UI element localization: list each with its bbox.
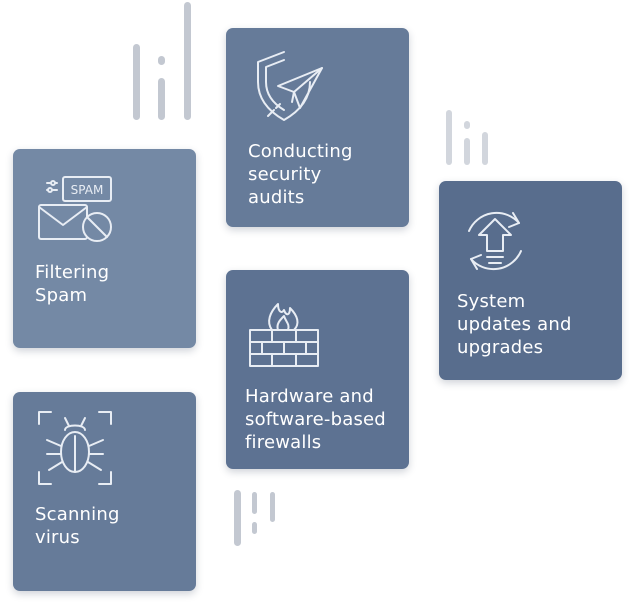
bug-scan-icon <box>35 408 115 488</box>
card-filtering-spam[interactable]: SPAM Filtering Spam <box>13 149 196 348</box>
card-scanning-virus[interactable]: Scanning virus <box>13 392 196 591</box>
card-label: Filtering Spam <box>35 262 110 306</box>
card-security-audits[interactable]: Conducting security audits <box>226 28 409 227</box>
card-firewalls[interactable]: Hardware and software-based firewalls <box>226 270 409 469</box>
card-label: Hardware and software-based firewalls <box>245 386 386 453</box>
firewall-icon <box>244 290 324 370</box>
card-label: System updates and upgrades <box>457 291 572 358</box>
spam-label: SPAM <box>71 183 104 197</box>
card-label: Conducting security audits <box>248 141 353 208</box>
card-system-updates[interactable]: System updates and upgrades <box>439 181 622 380</box>
spam-mail-blocked-icon: SPAM <box>35 171 115 251</box>
card-label: Scanning virus <box>35 504 120 548</box>
shield-paper-plane-icon <box>248 46 328 126</box>
update-arrows-icon <box>455 201 535 281</box>
